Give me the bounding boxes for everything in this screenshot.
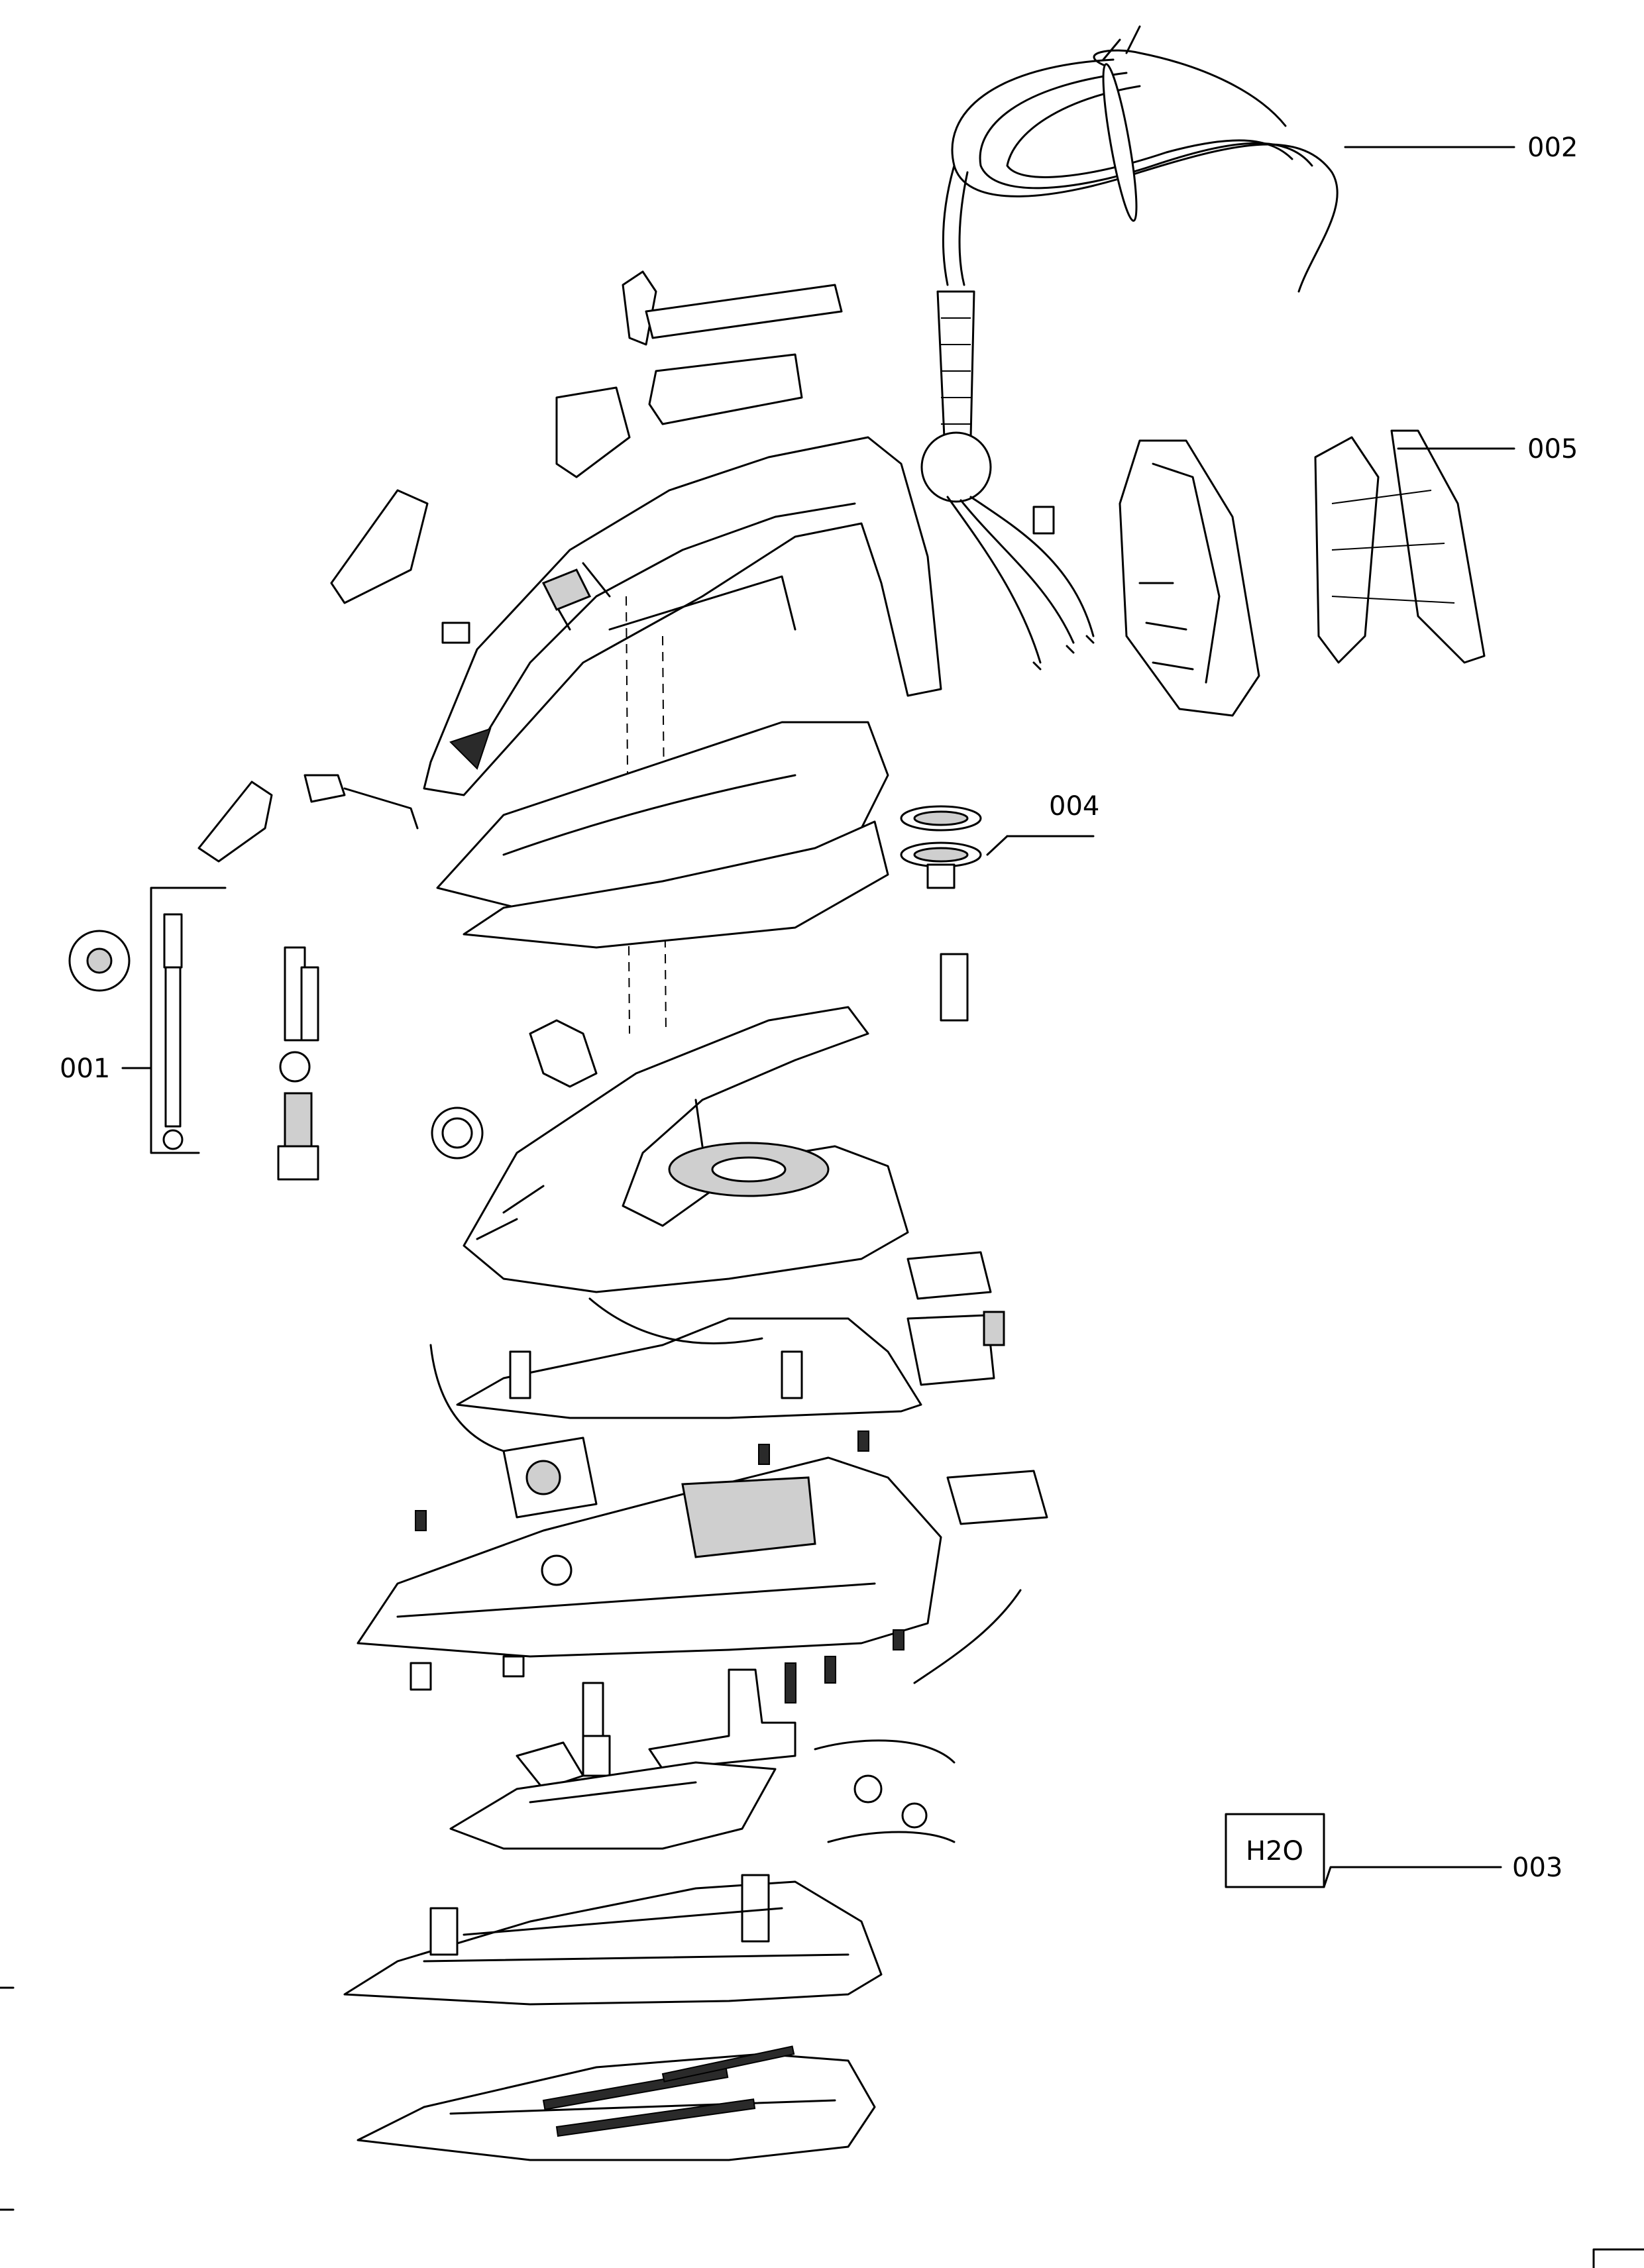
spray-parts: [197, 774, 419, 863]
thermostat: [410, 1589, 1022, 1843]
middle-housing: [429, 1297, 922, 1452]
callout-002: 002: [1527, 133, 1578, 163]
handle-base: [431, 1006, 909, 1293]
water-item: H2O: [1225, 1813, 1502, 1888]
soleplate: [356, 2045, 876, 2161]
power-cord: [920, 25, 1339, 671]
corner-mark: [1592, 2248, 1644, 2268]
callout-003: 003: [1512, 1853, 1562, 1883]
soleplate-housing: [343, 1874, 883, 2006]
rear-cover: [1119, 429, 1486, 717]
steam-button: [900, 805, 982, 1022]
callout-line-004-leader: [986, 835, 1009, 856]
water-box: [1225, 1813, 1325, 1888]
top-cover: [436, 721, 889, 949]
pump-assembly: [68, 887, 319, 1181]
callout-004: 004: [1049, 791, 1099, 822]
handle-top-parts: [330, 270, 942, 796]
tank-cap: [906, 1251, 1005, 1386]
callout-001: 001: [60, 1053, 110, 1084]
screws: [415, 1431, 1048, 1703]
water-box-label: H2O: [1246, 1836, 1303, 1866]
base-housing: [356, 1436, 942, 1658]
callout-005: 005: [1527, 434, 1578, 464]
heating-plate: [449, 1761, 777, 1850]
